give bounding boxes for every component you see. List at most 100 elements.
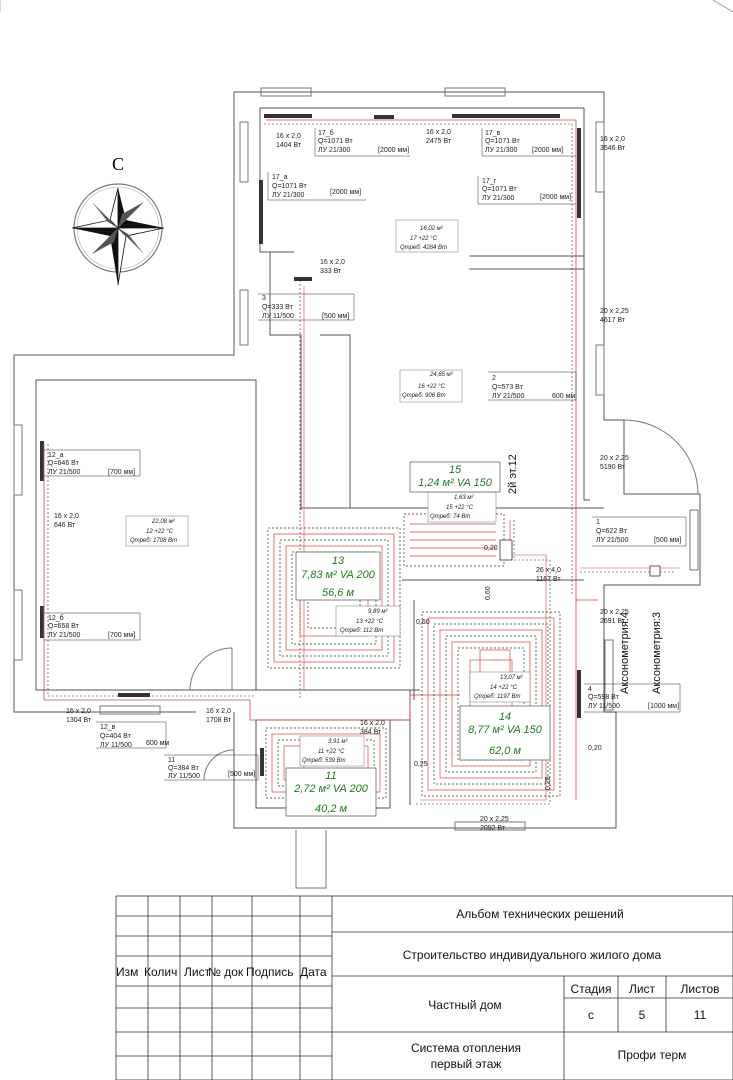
room-area: 24,65 м² (429, 372, 454, 378)
sheet-header: Лист (629, 982, 656, 996)
heater-length: [700 мм] (108, 632, 135, 639)
heater-id: 17_в (485, 130, 501, 137)
pipe-size: 20 х 2,25 (600, 308, 629, 315)
pipe-power: 2691 Вт (600, 618, 626, 625)
heater-id: 12_а (48, 452, 64, 459)
pipe-size: 16 х 2,0 (276, 133, 301, 140)
pipe-power: 5190 Вт (600, 464, 626, 471)
heater-length: [500 мм] (228, 771, 255, 778)
col-header-date: Дата (300, 965, 327, 979)
heater-model: ЛУ 21/300 (318, 147, 351, 154)
room-heat-demand: Qтреб: 112 Вт (340, 628, 383, 634)
loop-length: 62,0 м (489, 745, 521, 757)
room-temp: 14 +22 °C (490, 685, 518, 691)
heater-model: ЛУ 11/500 (168, 773, 200, 780)
col-header-qty: Колич (144, 965, 177, 979)
heater-id: 12_б (48, 614, 64, 622)
loop-number: 14 (499, 711, 511, 723)
loop-number: 15 (449, 464, 462, 476)
heater-length: [500 мм] (654, 537, 681, 544)
room-area: 16,02 м² (420, 226, 444, 232)
heater-id: 3 (262, 295, 266, 302)
room-heat-demand: Qтреб: 539 Вт (302, 758, 346, 764)
north-label: С (112, 154, 124, 174)
heater-model: ЛУ 21/300 (272, 192, 305, 199)
heater-power: Q=1071 Вт (272, 183, 307, 190)
heater-power: Q=384 Вт (168, 765, 200, 772)
dimension: 0,20 (484, 545, 498, 552)
walls (13, 87, 701, 889)
room-heat-demand: Qтреб: 1197 Вт (474, 694, 521, 700)
pipework (43, 119, 680, 805)
heater-length: [2000 мм] (378, 147, 409, 154)
company-name: Профи терм (618, 1048, 687, 1062)
heater-model: ЛУ 21/500 (48, 469, 81, 476)
loop-spec: 7,83 м² VA 200 (301, 569, 376, 581)
loop-spec: 8,77 м² VA 150 (468, 724, 543, 736)
pipe-size: 16 х 2,0 (320, 259, 345, 266)
heater-length: 600 мм (146, 740, 169, 747)
heater-id: 12_в (100, 724, 116, 731)
heater-model: ЛУ 21/500 (492, 393, 525, 400)
dimension: 0,60 (416, 619, 430, 626)
pipe-power: 646 Вт (54, 522, 76, 529)
col-header-doc: № док (208, 965, 244, 979)
pipe-power: 1304 Вт (66, 717, 92, 724)
manifold (499, 539, 513, 561)
object-name: Частный дом (428, 998, 501, 1012)
loop-spec: 2,72 м² VA 200 (293, 783, 369, 795)
room-temp: 13 +22 °C (356, 619, 384, 625)
heater-power: Q=622 Вт (596, 528, 628, 535)
loop-number: 11 (325, 770, 336, 782)
heater-id: 11 (168, 757, 175, 764)
stage-header: Стадия (571, 982, 612, 996)
heater-power: Q=1071 Вт (318, 138, 353, 145)
dimension: 0,25 (414, 761, 428, 768)
system-title-line1: Система отопления (411, 1041, 521, 1055)
heater-length: [700 мм] (108, 469, 135, 476)
pipe-power: 4617 Вт (600, 317, 626, 324)
dimension-labels: 0,20 0,60 0,60 0,25 0,25 0,20 (414, 545, 602, 790)
heater-power: Q=333 Вт (262, 304, 294, 311)
axonometry-3-label: Аксонометрия:3 (651, 612, 663, 694)
dimension: 0,20 (588, 745, 602, 752)
heater-id: 17_а (272, 174, 288, 181)
heater-id: 2 (492, 375, 496, 382)
dimension: 0,25 (545, 776, 552, 790)
pipe-size: 16 х 2,0 (206, 708, 231, 715)
room-area: 13,07 м² (500, 675, 524, 681)
heater-model: ЛУ 21/500 (48, 632, 81, 639)
col-header-sheet: Лист (184, 965, 211, 979)
heater-length: [1000 мм] (648, 703, 679, 710)
heater-id: 17_б (318, 129, 334, 137)
album-title: Альбом технических решений (456, 907, 623, 921)
pipe-size: 16 х 2,0 (54, 513, 79, 520)
sheets-header: Листов (681, 982, 720, 996)
pipe-size: 20 х 2,25 (600, 455, 629, 462)
room-labels: 16,02 м² 17 +22 °C Qтреб: 4284 Вт 24,65 … (125, 219, 531, 767)
heater-power: Q=598 Вт (588, 694, 620, 701)
room-heat-demand: Qтреб: 1708 Вт (130, 538, 177, 544)
heater-power: Q=646 Вт (48, 460, 80, 467)
valve (649, 565, 661, 577)
heater-id: 4 (588, 686, 592, 693)
pipe-power: 384 Вт (360, 729, 382, 736)
pipe-size: 16 х 2,0 (66, 708, 91, 715)
pipe-size: 16 х 2,0 (426, 129, 451, 136)
floor-loop-labels: 15 1,24 м² VA 150 13 7,83 м² VA 200 56,6… (285, 461, 551, 817)
heater-model: ЛУ 11/500 (100, 742, 132, 749)
loop-length: 40,2 м (315, 803, 347, 815)
loop-length: 56,6 м (322, 587, 354, 599)
room-area: 22,08 м² (151, 519, 176, 525)
sheets-value: 11 (694, 1008, 707, 1022)
loop-number: 13 (332, 555, 345, 567)
title-block-text: Изм Колич Лист № док Подпись Дата Альбом… (116, 907, 720, 1071)
room-temp: 11 +22 °C (318, 749, 345, 755)
pipe-size-labels: 16 х 2,0 1404 Вт 16 х 2,0 2475 Вт 16 х 2… (54, 129, 629, 832)
heater-model: ЛУ 21/300 (482, 195, 515, 202)
room-temp: 17 +22 °C (410, 236, 438, 242)
col-header-change: Изм (116, 965, 138, 979)
heater-length: 600 мм (552, 393, 575, 400)
heater-length: [2000 мм] (540, 194, 571, 201)
room-area: 3,91 м² (328, 739, 348, 745)
